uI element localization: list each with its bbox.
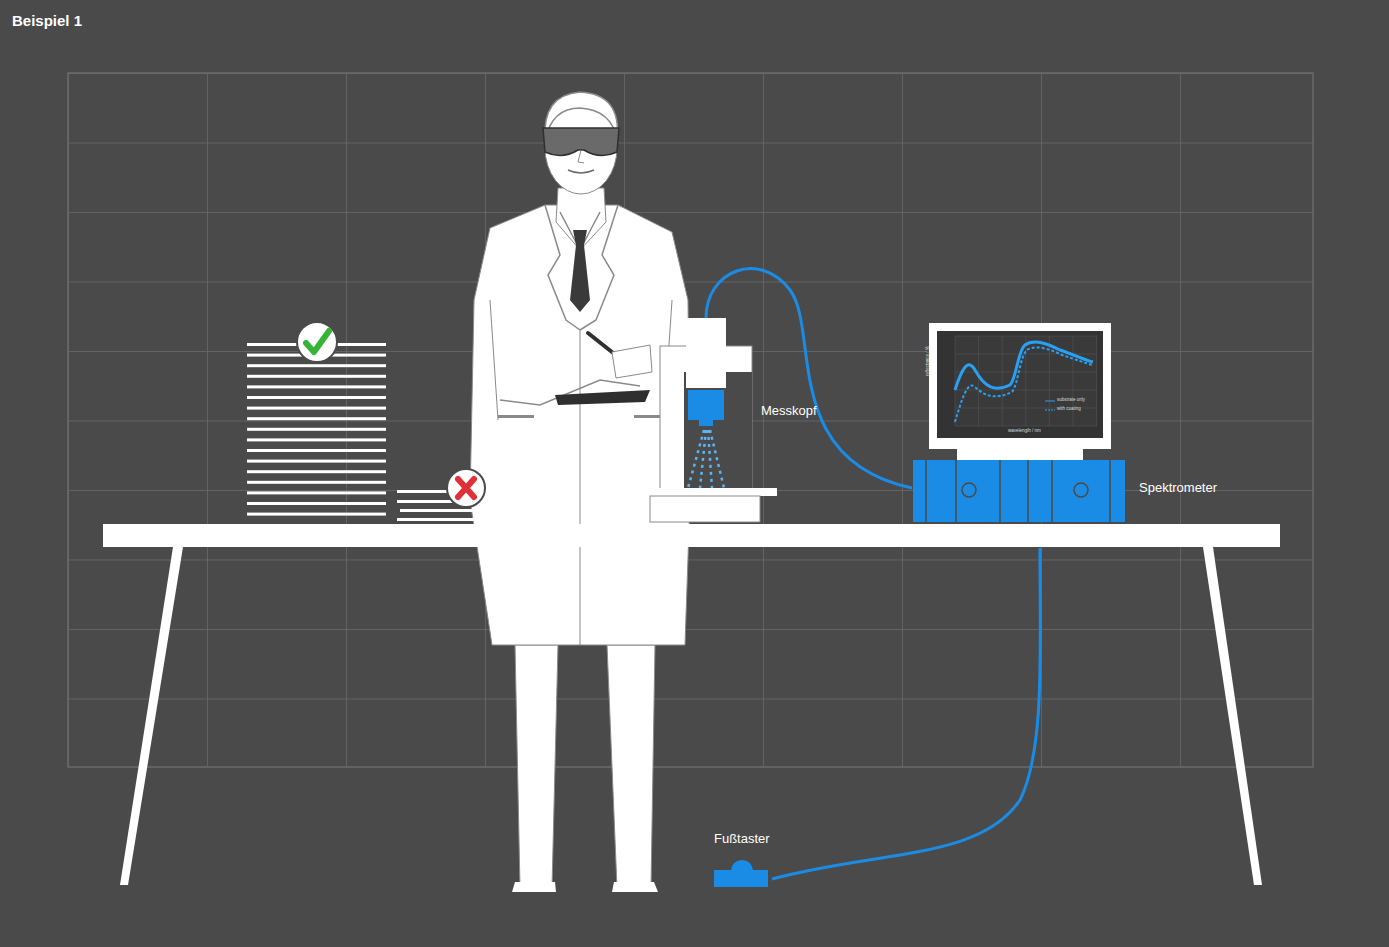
sheet: [247, 438, 386, 441]
foot-switch: [714, 860, 768, 887]
sheet: [247, 428, 386, 431]
lab-person: [580, 205, 618, 330]
lab-person: [607, 645, 655, 888]
spectrum-chart: [955, 336, 1097, 426]
sheet: [247, 449, 386, 452]
lab-person: [498, 415, 534, 418]
sheet: [400, 509, 541, 512]
sheet: [247, 417, 386, 420]
table: [103, 524, 1280, 885]
table: [120, 547, 183, 885]
sheet: [247, 470, 386, 473]
measuring-head: [688, 430, 724, 488]
lab-person: [612, 882, 658, 892]
measuring-stand: [635, 318, 777, 522]
measuring-stand: [686, 318, 726, 388]
monitor: [957, 449, 1083, 460]
lab-person: [515, 645, 558, 888]
lab-person: [612, 345, 652, 378]
spectrum-chart: [955, 342, 1093, 390]
spectrum-chart: [955, 336, 1097, 426]
legend-text: with coating: [1057, 406, 1081, 411]
reject-mark: [447, 469, 485, 507]
fiber-cable: [706, 269, 912, 488]
axis-title: reflectance / %: [925, 346, 930, 376]
sheet: [397, 518, 538, 521]
background-grid: [68, 73, 1313, 767]
reject-mark: [447, 469, 485, 507]
spectrum-chart: [1045, 401, 1055, 402]
accepted-stack: [247, 343, 386, 516]
foot-switch-cable: [772, 548, 1040, 879]
part-label: Fußtaster: [714, 832, 770, 847]
foot-switch: [714, 860, 768, 887]
monitor: [929, 323, 1111, 449]
monitor: [929, 323, 1111, 460]
legend-text: substrate only: [1057, 397, 1085, 402]
lab-person: [578, 150, 584, 163]
lab-person: [490, 300, 672, 420]
monitor: [937, 331, 1103, 438]
reject-mark: [458, 479, 474, 497]
spectrometer: [913, 460, 1125, 522]
sheet: [247, 375, 386, 378]
spectrum-chart: [955, 336, 1097, 426]
sheet: [247, 481, 386, 484]
title: Beispiel 1: [12, 12, 82, 29]
sheet: [247, 364, 386, 367]
sheet: [247, 385, 386, 388]
sheet: [247, 491, 386, 494]
part-label: Messkopf: [761, 404, 817, 419]
accept-mark: [306, 331, 329, 352]
lab-person: [580, 330, 581, 645]
measuring-head: [688, 390, 724, 420]
accept-mark: [297, 322, 337, 362]
sheet: [247, 407, 386, 410]
spectrum-chart: [955, 347, 1093, 422]
measuring-stand: [684, 372, 752, 490]
part-label: Spektrometer: [1139, 481, 1217, 496]
lab-person: [568, 170, 594, 173]
axis-title: wavelength / nm: [1008, 428, 1041, 433]
accept-mark: [297, 322, 337, 362]
measuring-stand: [650, 496, 760, 522]
sheet: [247, 460, 386, 463]
foot-switch-cable: [772, 548, 1040, 879]
measuring-head: [699, 420, 713, 426]
spectrometer: [1074, 483, 1088, 497]
lab-person: [555, 390, 650, 405]
spectrometer: [926, 460, 1110, 522]
fiber-cable: [706, 269, 912, 488]
measuring-head: [688, 390, 724, 488]
measuring-stand: [635, 488, 777, 496]
lab-person: [545, 205, 580, 330]
background-grid: [68, 73, 1313, 767]
spectrum-chart: [1045, 410, 1055, 411]
spectrometer: [962, 483, 976, 497]
lab-person: [512, 882, 556, 892]
sheet: [247, 513, 386, 516]
table: [103, 524, 1280, 547]
sheet: [247, 502, 386, 505]
spectrometer: [913, 460, 1125, 522]
lab-person: [470, 205, 690, 645]
table: [1203, 547, 1262, 885]
sheet: [247, 396, 386, 399]
lab-person: [570, 230, 590, 312]
